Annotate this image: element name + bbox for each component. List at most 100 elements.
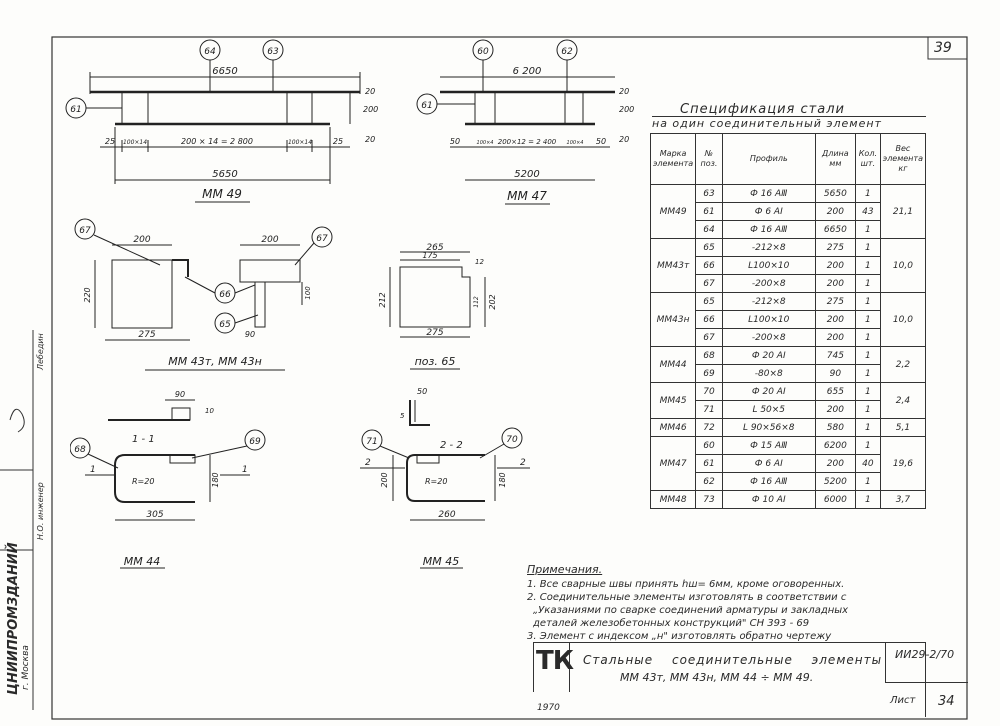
col-pos: № поз. (695, 133, 723, 185)
spec-length: 6200 (814, 436, 856, 455)
spec-profile: Ф 6 АⅠ (721, 202, 816, 221)
dim-100: 100 (304, 286, 312, 300)
spec-profile: -80×8 (721, 364, 816, 383)
spec-qty: 1 (854, 418, 881, 437)
dim-90: 90 (245, 330, 255, 339)
marker-1-right: 1 (242, 465, 248, 475)
dim-175: 175 (422, 251, 437, 260)
dim-200-right: 200 (261, 235, 278, 245)
spec-profile: Ф 16 АⅢ (721, 184, 816, 203)
spec-weight: 2,2 (879, 346, 927, 383)
dim-25-right: 25 (333, 137, 343, 146)
spec-pos: 61 (695, 202, 723, 221)
spec-length: 200 (814, 328, 856, 347)
spec-length: 5650 (814, 184, 856, 203)
org-city: г. Москва (21, 645, 31, 690)
marker-1-left: 1 (90, 465, 96, 475)
spec-mark: ММ43т (649, 238, 697, 293)
dim-200: 200 (380, 472, 389, 487)
engineer-name: Лебедин (36, 333, 45, 370)
callout-69: 69 (249, 437, 261, 447)
spec-qty: 1 (854, 310, 881, 329)
dim-265: 265 (426, 243, 443, 253)
dim-right-step: 100×4 (567, 140, 584, 146)
spec-pos: 73 (695, 490, 723, 509)
col-weight: Вес элемента кг (879, 133, 927, 185)
spec-pos: 61 (695, 454, 723, 473)
dim-6650: 6650 (212, 66, 237, 77)
marker-2-right: 2 (520, 458, 526, 468)
spec-profile: Ф 6 АⅠ (721, 454, 816, 473)
spec-length: 275 (814, 292, 856, 311)
spec-mark: ММ43н (649, 292, 697, 347)
spec-length: 200 (814, 256, 856, 275)
spec-qty: 1 (854, 490, 881, 509)
dim-20-top: 20 (619, 87, 629, 96)
spec-profile: Ф 16 АⅢ (721, 472, 816, 491)
spec-length: 655 (814, 382, 856, 401)
spec-length: 275 (814, 238, 856, 257)
spec-qty: 1 (854, 220, 881, 239)
spec-qty: 1 (854, 274, 881, 293)
caption-mm47: ММ 47 (507, 189, 547, 203)
section-1-1: 1 - 1 (132, 434, 155, 445)
spec-length: 580 (814, 418, 856, 437)
spec-pos: 65 (695, 238, 723, 257)
dim-50-left: 50 (450, 137, 460, 146)
spec-subtitle: на один соединительный элемент (652, 116, 926, 130)
marker-2-left: 2 (365, 458, 371, 468)
spec-pos: 64 (695, 220, 723, 239)
dim-left-step: 100×14 (123, 139, 147, 146)
spec-weight: 21,1 (879, 184, 927, 239)
callout-71: 71 (366, 437, 377, 447)
note-line: деталей железобетонных конструкций" СН 3… (533, 618, 810, 629)
spec-mark: ММ48 (649, 490, 697, 509)
dim-6200: 6 200 (513, 66, 542, 77)
spec-weight: 10,0 (879, 238, 927, 293)
org-name: ЦНИИПРОМЗДАНИЙ (6, 542, 21, 695)
col-mark: Марка элемента (649, 133, 697, 185)
dim-90: 90 (175, 390, 185, 399)
sheet-title-1: Стальные соединительные элементы (583, 653, 883, 667)
drawing-mm49: 64 63 61 6650 5650 200 × 14 = 2 800 100×… (65, 39, 378, 203)
dim-305: 305 (146, 510, 163, 520)
caption-mm43: ММ 43т, ММ 43н (168, 355, 262, 368)
radius-r20: R=20 (425, 477, 447, 486)
section-2-2: 2 - 2 (440, 440, 463, 451)
callout-63: 63 (267, 47, 279, 57)
spec-profile: -212×8 (721, 292, 816, 311)
spec-weight: 3,7 (879, 490, 927, 509)
spec-length: 745 (814, 346, 856, 365)
code-box (925, 642, 968, 717)
spec-mark: ММ49 (649, 184, 697, 239)
spec-pos: 63 (695, 184, 723, 203)
callout-68: 68 (74, 445, 86, 455)
stamp-year: 1970 (537, 703, 560, 713)
spec-qty: 1 (854, 292, 881, 311)
spec-profile: L100×10 (721, 310, 816, 329)
spec-pos: 62 (695, 472, 723, 491)
spec-length: 90 (814, 364, 856, 383)
spec-pos: 71 (695, 400, 723, 419)
callout-70: 70 (506, 435, 518, 445)
spec-pos: 70 (695, 382, 723, 401)
dim-50-right: 50 (596, 137, 606, 146)
spec-weight: 10,0 (879, 292, 927, 347)
spec-qty: 43 (854, 202, 881, 221)
page-number: 39 (934, 40, 952, 56)
sheet-number-cell (925, 682, 968, 717)
stamp-box (533, 642, 570, 692)
sheet-number: 34 (938, 694, 955, 709)
spec-pos: 66 (695, 310, 723, 329)
spec-weight: 19,6 (879, 436, 927, 491)
callout-65: 65 (219, 320, 231, 330)
spec-pos: 68 (695, 346, 723, 365)
